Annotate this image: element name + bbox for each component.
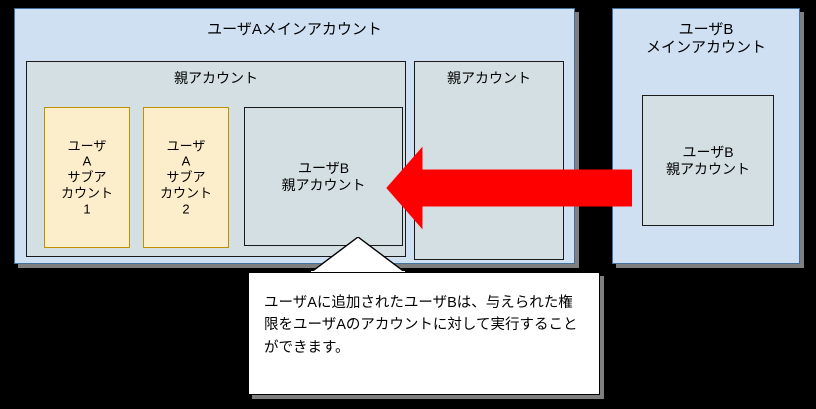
user-b-parent-account-in-user-a[interactable]: ユーザB 親アカウント	[244, 107, 403, 246]
parent-account-1-title: 親アカウント	[174, 70, 258, 86]
user-b-main-account-title: ユーザB メインアカウント	[645, 21, 766, 57]
user-b-parent-account-in-user-a-label: ユーザB 親アカウント	[281, 159, 366, 193]
user-b-parent-account-label: ユーザB 親アカウント	[666, 143, 750, 177]
user-a-sub-account-2-label: ユーザ A サブア カウント 2	[159, 137, 212, 217]
parent-account-container-1[interactable]: 親アカウント ユーザ A サブア カウント 1 ユーザ A サブア カウント 2…	[26, 61, 406, 257]
user-a-main-account-title: ユーザAメインアカウント	[207, 21, 382, 38]
arrow-shape	[386, 146, 632, 230]
delegation-arrow	[386, 146, 632, 230]
user-b-main-account-panel[interactable]: ユーザB メインアカウント ユーザB 親アカウント	[612, 8, 800, 264]
user-b-parent-account[interactable]: ユーザB 親アカウント	[642, 95, 774, 226]
callout-box[interactable]: ユーザAに追加されたユーザBは、与えられた権限をユーザAのアカウントに対して実行…	[248, 237, 600, 395]
callout-text: ユーザAに追加されたユーザBは、与えられた権限をユーザAのアカウントに対して実行…	[264, 295, 578, 356]
user-a-sub-account-1[interactable]: ユーザ A サブア カウント 1	[44, 107, 130, 248]
user-a-sub-account-1-label: ユーザ A サブア カウント 1	[60, 137, 113, 217]
callout-body	[248, 272, 600, 395]
callout-tail-icon	[310, 237, 408, 273]
user-a-sub-account-2[interactable]: ユーザ A サブア カウント 2	[143, 107, 229, 248]
user-a-main-account-panel[interactable]: ユーザAメインアカウント 親アカウント ユーザ A サブア カウント 1 ユーザ…	[14, 8, 575, 264]
parent-account-2-title: 親アカウント	[447, 70, 531, 86]
